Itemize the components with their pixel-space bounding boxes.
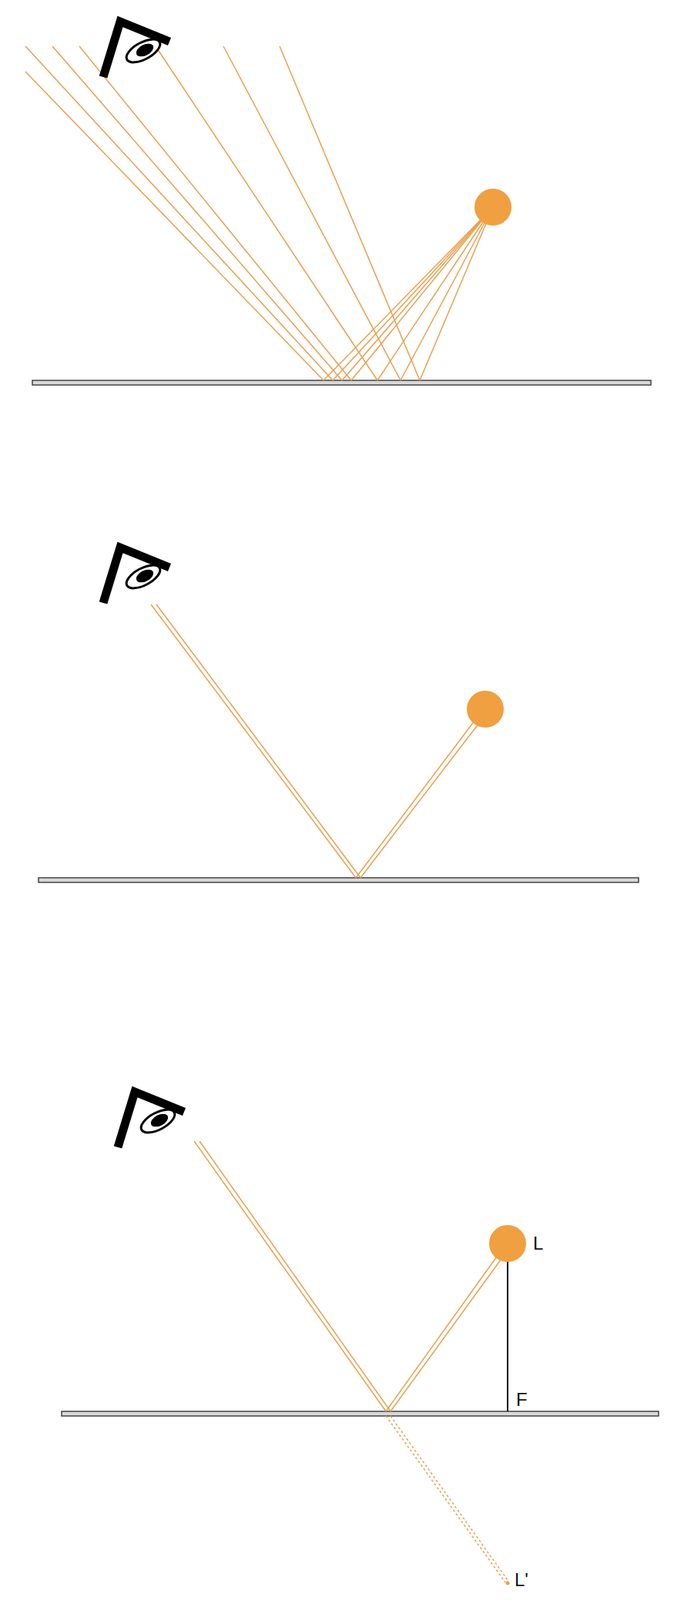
light-source — [474, 188, 512, 226]
light-rays — [194, 1141, 510, 1412]
virtual-ray — [385, 1416, 508, 1583]
eye-symbol — [103, 21, 170, 78]
mirror-surface — [32, 380, 651, 386]
virtual-image-dot — [506, 1582, 510, 1587]
panel-single-ray — [38, 547, 639, 883]
mirror-surface — [61, 1411, 659, 1417]
eye-symbol — [103, 547, 170, 604]
light-rays — [25, 46, 493, 381]
perpendicular-line — [506, 1244, 509, 1412]
light-source — [489, 1225, 527, 1263]
panel-diffuse — [25, 21, 651, 386]
point-label: F — [516, 1391, 528, 1410]
light-source — [466, 690, 504, 728]
light-rays — [150, 604, 487, 879]
eye-symbol — [117, 1092, 185, 1148]
point-label: L — [533, 1234, 544, 1254]
panel-virtual-image — [61, 1092, 659, 1587]
point-label: L' — [514, 1571, 529, 1590]
mirror-surface — [38, 878, 639, 883]
